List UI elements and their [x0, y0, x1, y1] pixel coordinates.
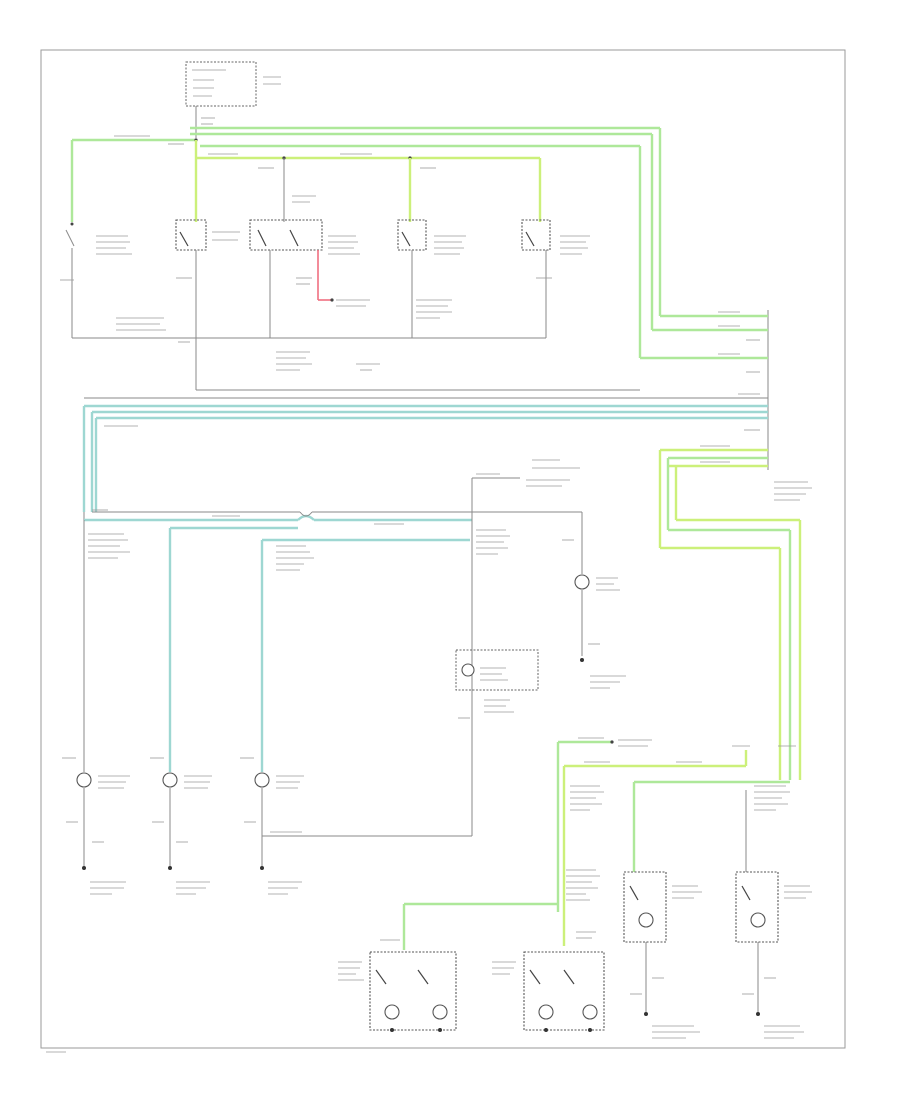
lower-middle-wiring: [402, 737, 796, 950]
dome-lamp: [455, 649, 539, 719]
door-switches: [60, 219, 590, 390]
switch-ground-bus: [72, 317, 640, 391]
blue-bus-wires: [82, 393, 768, 512]
middle-section-wiring: [83, 459, 582, 837]
courtesy-lamp-1: [62, 757, 130, 895]
driver-door-switch: [249, 219, 370, 338]
courtesy-lamp-front-right: [735, 871, 812, 1039]
courtesy-lamp-2: [150, 757, 212, 895]
diagram-frame: [40, 49, 846, 1049]
courtesy-lamps-right: [623, 871, 812, 1039]
courtesy-lamps-left: [62, 757, 304, 895]
rh-rear-door-switch: [175, 219, 240, 390]
rh-front-door-switch: [60, 222, 132, 338]
fuse-block: [185, 61, 281, 138]
courtesy-lamp-3: [240, 757, 304, 895]
map-lamp-right: [492, 931, 605, 1032]
lh-rear-door-switch: [521, 219, 590, 338]
map-lamp-left: [338, 939, 457, 1032]
top-distribution-wires: [70, 126, 662, 358]
green-wires-right: [658, 445, 812, 780]
liftgate-switch: [397, 219, 466, 338]
courtesy-lamp-front-left: [623, 871, 702, 1039]
cargo-lamp: [562, 512, 626, 689]
right-connector: [640, 310, 769, 470]
